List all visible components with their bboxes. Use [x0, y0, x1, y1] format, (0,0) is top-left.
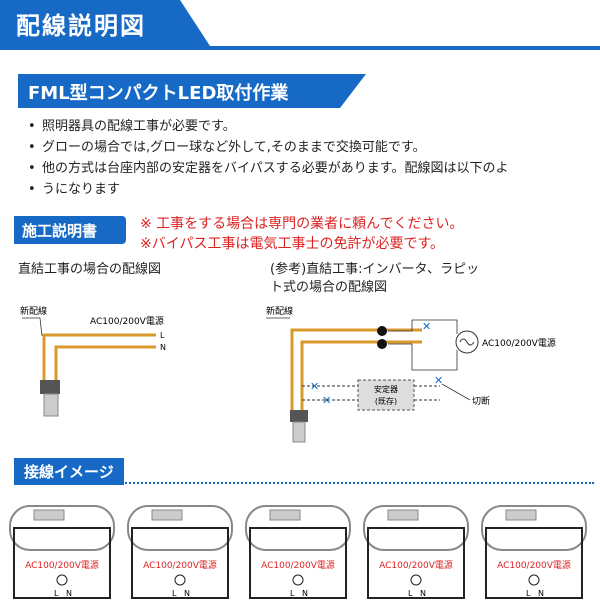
fixture-panel-4: AC100/200V電源 L N	[363, 505, 469, 599]
svg-text:AC100/200V電源: AC100/200V電源	[379, 560, 453, 571]
section-tag-label: 施工説明書	[22, 222, 98, 240]
fixture-panel-1: AC100/200V電源 L N	[9, 505, 115, 599]
warning-text-1: ※ 工事をする場合は専門の業者に頼んでください。	[140, 216, 464, 232]
cut-mark-icon: ✕	[422, 320, 431, 333]
ballast-label-2: (既存)	[375, 396, 397, 406]
svg-text:AC100/200V電源: AC100/200V電源	[25, 560, 99, 571]
fixture-panel-3: AC100/200V電源 L N	[245, 505, 351, 599]
fixture-panels-svg: AC100/200V電源 L N AC100/200V電源 L N AC100/…	[9, 505, 587, 599]
section2-title: 接線イメージ	[14, 458, 124, 485]
ballast-box	[357, 379, 415, 411]
left-diagram-title: 直結工事の場合の配線図	[18, 262, 162, 277]
svg-text:N: N	[184, 589, 190, 598]
right-diagram-title-2: ト式の場合の配線図	[270, 280, 388, 295]
svg-text:L: L	[408, 589, 413, 598]
right-power-label: AC100/200V電源	[482, 338, 556, 349]
svg-text:L: L	[290, 589, 295, 598]
right-diagram-title-1: (参考)直結工事:インバータ、ラピッ	[270, 262, 480, 277]
cut-mark-icon: ✕	[434, 374, 443, 387]
cut-mark-icon: ✕	[322, 394, 331, 407]
svg-text:N: N	[66, 589, 72, 598]
fixture-panels: AC100/200V電源 L N AC100/200V電源 L N AC100/…	[0, 500, 600, 600]
left-wire-L	[42, 333, 156, 380]
svg-text:AC100/200V電源: AC100/200V電源	[143, 560, 217, 571]
left-wire-N	[54, 345, 156, 380]
header-underline	[0, 46, 600, 50]
bullet-list: 照明器具の配線工事が必要です。 グローの場合では,グロー球など外して,そのままで…	[28, 116, 588, 200]
left-L-label: L	[160, 331, 165, 340]
right-wiring-diagram: 新配線 AC100/200V電源 安定器 (既存) ✕ ✕ ✕ ✕ 切断	[266, 305, 556, 443]
bullet-item: 照明器具の配線工事が必要です。	[28, 116, 588, 137]
fixture-panel-2: AC100/200V電源 L N	[127, 505, 233, 599]
header-banner-shape	[0, 0, 210, 46]
svg-text:AC100/200V電源: AC100/200V電源	[497, 560, 571, 571]
section2-divider	[14, 482, 594, 484]
subheader-title: FML型コンパクトLED取付作業	[28, 83, 289, 104]
svg-text:N: N	[538, 589, 544, 598]
svg-text:N: N	[420, 589, 426, 598]
left-N-label: N	[160, 343, 166, 352]
left-wiring-diagram: 新配線 AC100/200V電源 L N	[20, 305, 166, 417]
header-banner: 配線説明図	[0, 0, 600, 52]
ballast-label-1: 安定器	[374, 384, 398, 394]
right-newwire-label: 新配線	[266, 305, 293, 317]
subheader: FML型コンパクトLED取付作業	[18, 74, 366, 108]
bullet-item: グローの場合では,グロー球など外して,そのままで交換可能です。	[28, 137, 588, 158]
fixture-panel-5: AC100/200V電源 L N	[481, 505, 587, 599]
power-source-icon	[455, 330, 479, 354]
page-title: 配線説明図	[16, 12, 146, 40]
bullet-item-continuation: うになります	[28, 179, 588, 200]
svg-text:L: L	[526, 589, 531, 598]
cut-label: 切断	[472, 395, 490, 407]
svg-text:AC100/200V電源: AC100/200V電源	[261, 560, 335, 571]
left-socket	[40, 380, 60, 394]
left-power-label: AC100/200V電源	[90, 316, 164, 327]
warning-text-2: ※バイパス工事は電気工事士の免許が必要です。	[140, 236, 445, 252]
left-lamp-base	[43, 393, 59, 417]
bullet-item: 他の方式は台座内部の安定器をバイパスする必要があります。配線図は以下のよ	[28, 158, 588, 179]
cut-mark-icon: ✕	[310, 380, 319, 393]
svg-text:L: L	[172, 589, 177, 598]
svg-text:L: L	[54, 589, 59, 598]
svg-text:N: N	[302, 589, 308, 598]
left-newwire-label: 新配線	[20, 305, 47, 317]
section-tag: 施工説明書	[14, 216, 126, 244]
